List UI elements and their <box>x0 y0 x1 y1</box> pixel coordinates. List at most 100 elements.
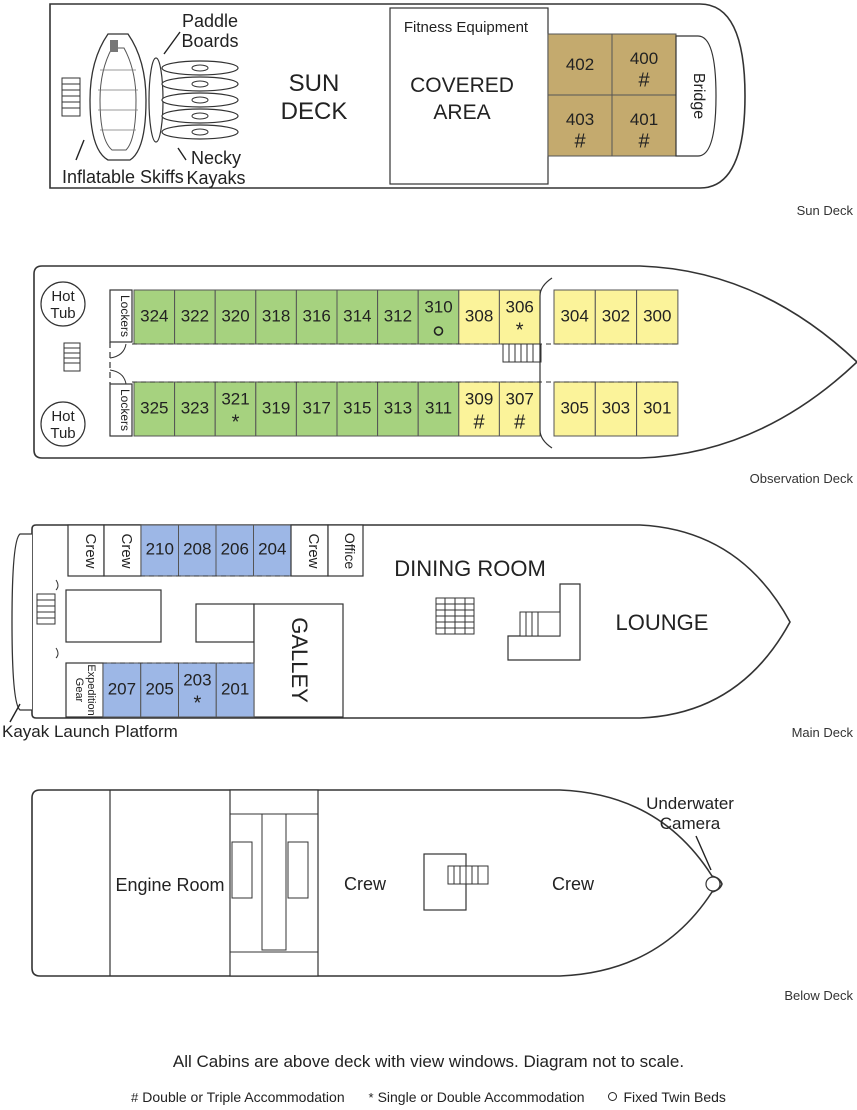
cabin-307: 307# <box>498 381 541 437</box>
kayak-launch-platform <box>11 533 32 711</box>
underwater-camera-label-2: Camera <box>660 814 721 833</box>
cabin-number: 307 <box>506 390 534 409</box>
cabin-401-box <box>611 94 677 157</box>
cabin-207: 207 <box>102 662 142 718</box>
covered-area-label: COVERED <box>410 74 514 97</box>
cabin-322: 322 <box>174 289 216 345</box>
cabin-number: 321 <box>221 390 249 409</box>
cabin-319-box <box>255 381 297 437</box>
crew-aft-label: Crew <box>344 874 387 894</box>
cabin-number: 318 <box>262 306 290 325</box>
cabin-400: 400# <box>611 33 677 96</box>
bridge <box>675 35 717 157</box>
kayak-launch-platform-label: Kayak Launch Platform <box>2 722 178 741</box>
hot-tub-top <box>40 281 86 327</box>
circle-icon <box>608 1092 618 1101</box>
cabin-number: 403 <box>566 110 594 129</box>
legend-twin-text: Fixed Twin Beds <box>623 1089 726 1105</box>
cabin-323: 323 <box>174 381 216 437</box>
expedition-gear <box>65 662 104 718</box>
cabin-316: 316 <box>295 289 338 345</box>
cabin-313: 313 <box>377 381 419 437</box>
cabin-303: 303 <box>594 381 638 437</box>
aft-store <box>65 589 162 643</box>
legend-single-double-text: Single or Double Accommodation <box>377 1089 585 1105</box>
cabin-317-box <box>295 381 338 437</box>
cabin-303-box <box>594 381 638 437</box>
cabin-number: 319 <box>262 398 290 417</box>
cabin-number: 314 <box>343 306 371 325</box>
galley-label: GALLEY <box>287 617 312 703</box>
cabin-315-box <box>336 381 379 437</box>
paddle-board-icon <box>148 57 164 143</box>
cabin-204-box <box>253 524 292 577</box>
cabin-314-box <box>336 289 379 345</box>
legend-double-triple-text: Double or Triple Accommodation <box>142 1089 345 1105</box>
below-stairs <box>423 853 489 911</box>
cabin-309: 309# <box>458 381 500 437</box>
cabin-401: 401# <box>611 94 677 157</box>
cabin-mark: # <box>474 411 486 433</box>
hot-tub-bottom-label: Hot <box>51 408 75 425</box>
cabin-number: 204 <box>258 540 286 559</box>
lockers-top <box>109 289 133 343</box>
cabin-number: 400 <box>630 49 658 68</box>
cabin-318: 318 <box>255 289 297 345</box>
covered-area-label-2: AREA <box>433 101 490 124</box>
legend-single-double: *Single or Double Accommodation <box>369 1089 585 1105</box>
legend-twin: Fixed Twin Beds <box>608 1089 726 1105</box>
cabin-number: 210 <box>146 540 174 559</box>
expedition-gear-label: Expedition <box>85 664 97 715</box>
office-label: Office <box>342 533 358 570</box>
cabin-324-box <box>133 289 176 345</box>
cabin-number: 305 <box>560 398 588 417</box>
sun-deck-stairs <box>61 77 81 117</box>
cabin-number: 323 <box>181 398 209 417</box>
below-deck-hull <box>31 789 723 977</box>
cabin-300: 300 <box>636 289 679 345</box>
cabin-number: 303 <box>602 398 630 417</box>
footer-note: All Cabins are above deck with view wind… <box>172 1052 685 1071</box>
cabin-mark: * <box>193 692 201 714</box>
cabin-310: 310 <box>417 289 460 345</box>
crew-room-3 <box>290 524 329 577</box>
sun-deck-title-2: DECK <box>281 98 348 125</box>
cabin-mark: # <box>638 69 650 91</box>
cabin-210: 210 <box>140 524 179 577</box>
cabin-312: 312 <box>377 289 419 345</box>
hash-symbol: # <box>131 1090 139 1105</box>
kayaks-icon <box>161 60 239 140</box>
paddle-boards-label-2: Boards <box>181 31 238 51</box>
cabin-206-box <box>215 524 254 577</box>
cabin-318-box <box>255 289 297 345</box>
main-top-cabins: 210 208 206 204 <box>140 524 292 577</box>
cabin-number: 401 <box>630 110 658 129</box>
cabin-mark: * <box>232 411 240 433</box>
necky-kayaks-label-2: Kayaks <box>186 168 245 188</box>
cabin-201-box <box>215 662 255 718</box>
lockers-bottom-label: Lockers <box>118 389 132 431</box>
cabin-210-box <box>140 524 179 577</box>
cabin-321-box <box>214 381 257 437</box>
cabin-number: 206 <box>221 540 249 559</box>
cabin-312-box <box>377 289 419 345</box>
cabin-mark: # <box>574 130 586 152</box>
cabin-204: 204 <box>253 524 292 577</box>
cabin-number: 208 <box>183 540 211 559</box>
deck-plan-diagram: Paddle Boards Inflatable Skiffs Necky Ka… <box>2 3 857 1003</box>
cabin-number: 201 <box>221 679 249 698</box>
asterisk-symbol: * <box>368 1090 374 1105</box>
cabin-323-box <box>174 381 216 437</box>
cabin-316-box <box>295 289 338 345</box>
dining-room-label: DINING ROOM <box>394 556 546 581</box>
cabin-number: 306 <box>506 298 534 317</box>
observation-deck-name: Observation Deck <box>750 471 854 486</box>
crew-fore-label: Crew <box>552 874 595 894</box>
cabin-402-box <box>547 33 613 96</box>
twin-beds-icon <box>433 326 444 336</box>
